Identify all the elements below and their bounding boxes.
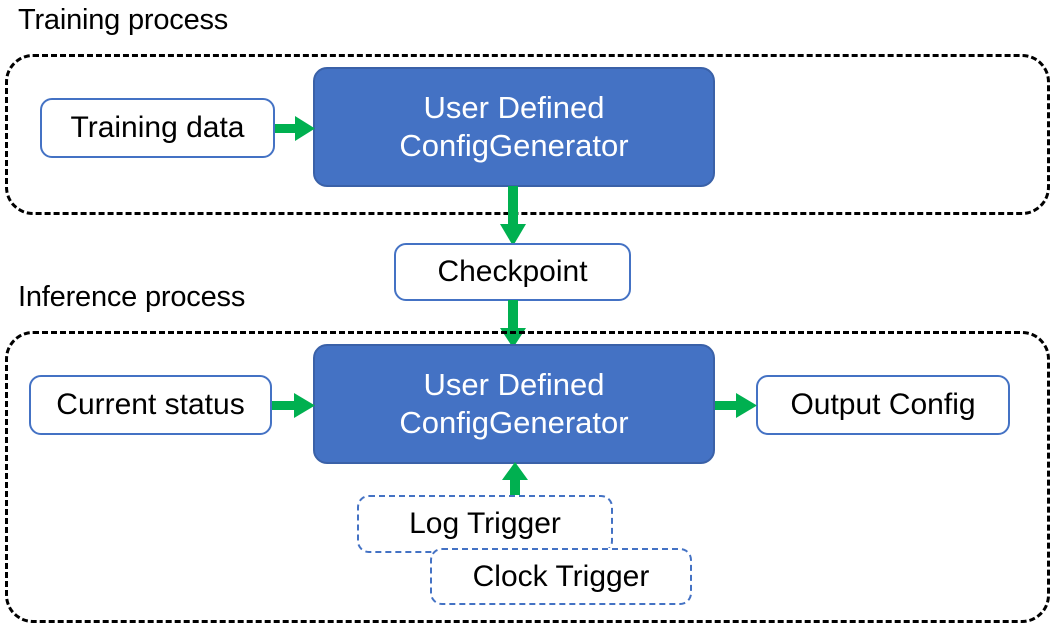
clock-trigger-node[interactable]: Clock Trigger <box>430 548 692 605</box>
inference-config-generator-node[interactable]: User Defined ConfigGenerator <box>313 344 715 464</box>
training-generator-line2: ConfigGenerator <box>399 128 629 163</box>
training-data-node[interactable]: Training data <box>40 98 275 158</box>
checkpoint-node[interactable]: Checkpoint <box>394 243 631 301</box>
log-trigger-node[interactable]: Log Trigger <box>357 495 613 553</box>
current-status-node[interactable]: Current status <box>29 375 272 435</box>
training-process-container <box>5 54 1050 215</box>
inference-process-container <box>5 331 1050 623</box>
inference-generator-line1: User Defined <box>423 367 605 403</box>
training-config-generator-node[interactable]: User Defined ConfigGenerator <box>313 67 715 187</box>
training-generator-line1: User Defined <box>423 90 605 126</box>
output-config-node[interactable]: Output Config <box>756 375 1010 435</box>
inference-generator-line2: ConfigGenerator <box>399 405 629 440</box>
training-process-label: Training process <box>18 4 229 36</box>
inference-process-label: Inference process <box>18 281 246 313</box>
